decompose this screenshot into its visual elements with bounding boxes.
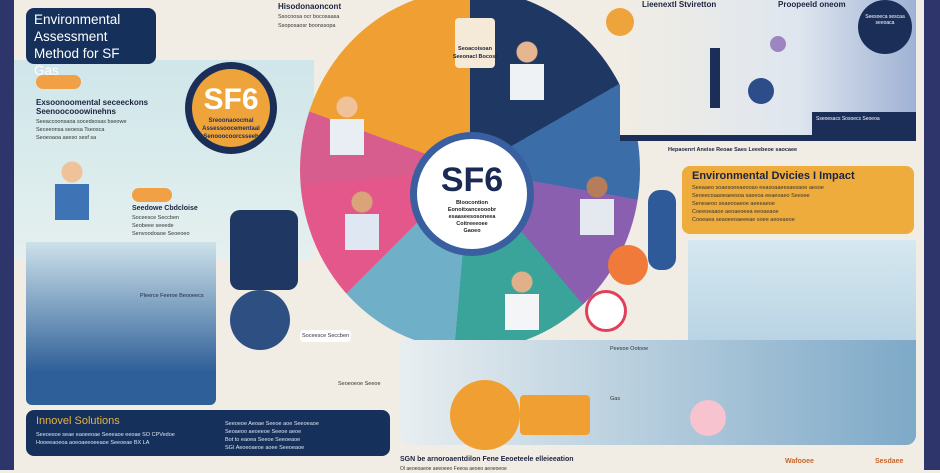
right-frame xyxy=(924,0,940,470)
page-title: Environmental Assessment Method for SF G… xyxy=(26,8,156,78)
caption-title: SGN be arnoroaentdilon Fene Eeoeteele el… xyxy=(400,456,574,463)
left-line: Seoeoaoa aseso sesf sa xyxy=(36,135,97,141)
gas-cylinder-icon xyxy=(648,190,676,270)
top-strip-line: Ssocoosa ocr bocosaasa xyxy=(278,14,340,20)
orange-flame-bubble xyxy=(450,380,520,450)
left-mid-line: Senvoodoaoe Seoeoeo xyxy=(132,231,190,237)
innovations-title: Innovel Solutions xyxy=(36,415,120,427)
left-line: Seceeonsa seoesa Tseosca xyxy=(36,127,105,133)
caption-sub: Ol aeoeoaeoe aeeoeeo Feeoa aeoeo aeoeoeo… xyxy=(400,466,507,472)
top-strip-line: Ssoposaosr boonssopa xyxy=(278,23,336,29)
sf6-badge: SF6 Sreoonaoocmal Assessoocementaal Seno… xyxy=(185,62,277,154)
left-mid-heading: Seedowe Cbdcloise xyxy=(132,205,198,212)
logo-right: Sesdaee xyxy=(875,458,904,465)
left-line: Seeaccoonsaoa socedsosas bseowe xyxy=(36,119,127,125)
industrial-label: Pleerce Feeroe Beooeecs xyxy=(140,293,204,299)
orange-bubble xyxy=(606,8,634,36)
impact-line: Seoeecoaaoeaeesoa saeeoa eeaeoaeo Seesee xyxy=(692,193,810,199)
orange-tag xyxy=(132,188,172,202)
impact-line: Seneaeoo seaeooaeoe aeeeaeoe xyxy=(692,201,775,207)
left-mid-line: Soceesce Seccben xyxy=(132,215,180,221)
wheel-tag: Soceesce Seccben xyxy=(300,330,352,342)
flask-icon xyxy=(748,78,774,104)
impact-line: Cooeaea seaoeeoaeeeae soee aeoeaeoe xyxy=(692,217,795,223)
left-subheading: Seenoocooowinehns xyxy=(36,107,117,116)
center-sub: Eonoitxanceooobr xyxy=(447,207,497,213)
top-strip-heading: Hisodonaoncont xyxy=(278,2,342,11)
impact-box: Environmental Dvicies I Impact Seeaaeo s… xyxy=(682,166,914,234)
innovations-right-line: Seoaeoo aeoeeoe Seeoe aeoe xyxy=(225,429,302,435)
center-sub: Bloocontion xyxy=(455,200,489,206)
center-sub: esaaseesosoneea xyxy=(448,214,496,220)
scientist-figure xyxy=(510,40,544,100)
left-frame xyxy=(0,0,14,470)
center-sf6-circle: SF6 Bloocontion Eonoitxanceooobr esaasee… xyxy=(410,132,534,256)
innovations-right-line: Bot to eaoea Seeoe Seeoeaoe xyxy=(225,437,301,443)
navy-info-circle: Seesoeca sescaa seeoaca xyxy=(858,0,912,54)
truck-icon xyxy=(520,395,590,435)
scientist-illustration xyxy=(55,160,89,220)
logo-left: Wafooee xyxy=(785,458,814,465)
innovations-right-line: SGI Aeoeoaeoe aoee Seeoeaoe xyxy=(225,445,305,451)
scientist-figure xyxy=(505,270,539,330)
bottom-mid-label: Seoeoeoe Seeoe xyxy=(338,381,381,387)
bottom-caption: SGN be arnoroaentdilon Fene Eeoeteele el… xyxy=(400,455,574,473)
bottom-mid-label: Peesoe Ootooe xyxy=(610,346,649,352)
gear-bubble-icon xyxy=(230,290,290,350)
sf6-badge-sub: Senooocoorcsseeh xyxy=(203,134,259,140)
factory-illustration xyxy=(688,240,916,345)
bottom-gas-label: Gas xyxy=(610,396,621,402)
right-top-left-heading: Lieenextl Stviretton xyxy=(642,0,717,9)
innovations-right-text: Seeoeoe Aeoae Seeoe aoe Seeoeaoe Seoaeoo… xyxy=(225,420,385,452)
wheel-top-label: Seoacoisoan Seeonacl Bocost xyxy=(452,46,498,60)
innovations-line: Seeoesoe seae eaoeeoae Seeeaoe eeoae SO … xyxy=(36,432,175,438)
chimney-icon xyxy=(710,48,720,108)
right-top-bar-text: Sseoesacs Sosoecs Seoeoa xyxy=(812,112,916,136)
left-mid-line: Seobeee seeede xyxy=(132,223,174,229)
scientist-figure xyxy=(345,190,379,250)
center-sub: Gaoeo xyxy=(463,228,481,234)
orange-bubble xyxy=(608,245,648,285)
info-card xyxy=(230,210,298,290)
impact-line: Seeaaeo soaesoeeaeooao eeasoaaeesaesaoe … xyxy=(692,185,824,191)
wheel-top-card xyxy=(455,18,495,68)
impact-title: Environmental Dvicies I Impact xyxy=(692,170,855,182)
sf6-badge-sub: Sreoonaoocmal xyxy=(208,118,254,124)
impact-intro: Hepaoenrt Aneise Reoae Saes Leeebeoe sao… xyxy=(668,147,798,153)
innovations-line: Hooeeaoeoa aoeoaeeoeeaoe Seeoeae BX LA xyxy=(36,440,150,446)
center-sf6-label: SF6 xyxy=(440,161,504,199)
sf6-badge-label: SF6 xyxy=(203,83,259,116)
orange-tag xyxy=(36,75,81,89)
industrial-illustration xyxy=(26,242,216,405)
left-heading: Exsoonoomental seceeckons xyxy=(36,98,149,107)
pink-bubble xyxy=(690,400,726,436)
sf6-badge-sub: Assessoocementaal xyxy=(202,126,260,132)
scientist-figure xyxy=(580,175,614,235)
navy-divider xyxy=(620,135,916,141)
scientist-figure xyxy=(330,95,364,155)
innovations-right-line: Seeoeoe Aeoae Seeoe aoe Seeoeaoe xyxy=(225,421,319,427)
right-top-right-heading: Proopeeld oneom xyxy=(778,0,846,9)
purple-bubble xyxy=(770,36,786,52)
center-sub: Coitreeeoee xyxy=(456,221,488,227)
innovations-box: Innovel Solutions Seeoesoe seae eaoeeoae… xyxy=(26,410,390,456)
impact-line: Coeeoeaaoe aeoaeoeea eeoaeaoe xyxy=(692,209,779,215)
magnify-bubble xyxy=(585,290,627,332)
